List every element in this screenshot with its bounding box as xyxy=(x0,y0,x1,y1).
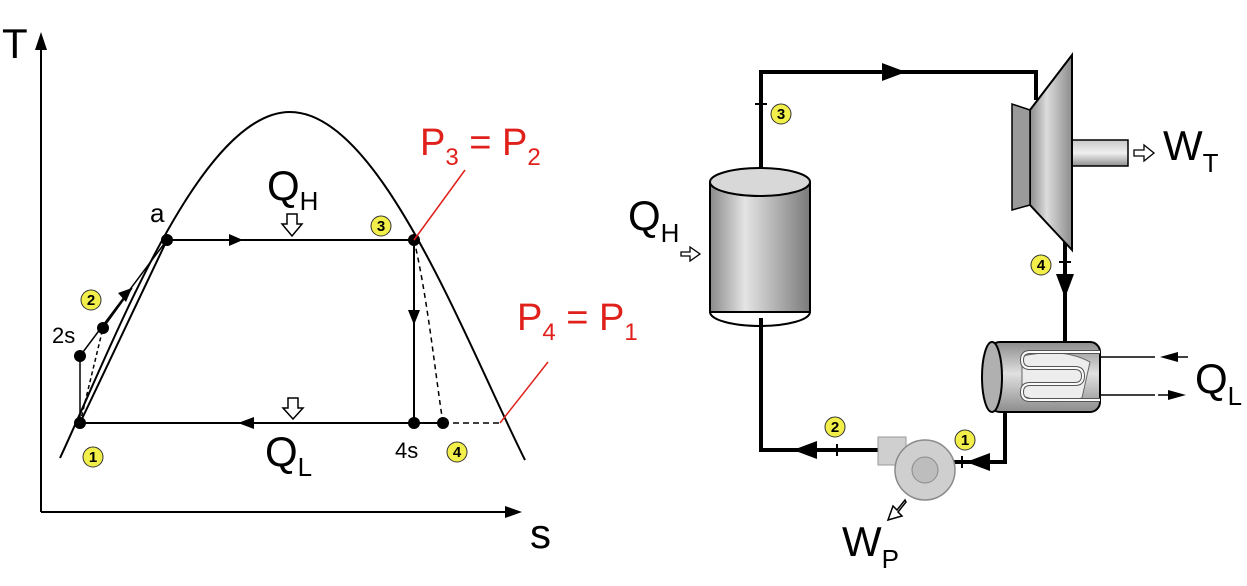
state-point-4 xyxy=(437,417,449,429)
svg-text:4: 4 xyxy=(1037,257,1046,274)
ts-badge-4: 4 xyxy=(446,441,468,463)
pump xyxy=(877,436,956,501)
p4-equals-p1-label: P4 = P1 xyxy=(517,297,638,346)
pump-direction-arrow-icon xyxy=(118,288,132,302)
state-point-1 xyxy=(74,417,86,429)
ql-in-arrow-icon xyxy=(1160,352,1178,362)
condensing-direction-arrow-icon xyxy=(238,417,254,429)
state-point-a xyxy=(161,234,173,246)
wt-arrow-icon xyxy=(1133,143,1156,163)
pump-arrow-shaft xyxy=(102,287,133,329)
plant-ql-label: QL xyxy=(1195,355,1242,411)
boiler xyxy=(709,167,811,327)
state-point-2 xyxy=(97,322,109,334)
s-axis-label: s xyxy=(530,510,551,557)
ts-ql-label: QL xyxy=(265,428,312,482)
qh-in-arrow-icon xyxy=(680,245,702,263)
svg-text:2: 2 xyxy=(87,292,95,309)
plant-badge-1: 1 xyxy=(954,429,976,451)
ts-badge-1: 1 xyxy=(82,446,104,468)
pipe-boiler-to-turbine xyxy=(759,70,1038,185)
ts-badge-2: 2 xyxy=(80,289,102,311)
pipe-condenser-to-pump xyxy=(930,407,1007,464)
ql-arrow-icon xyxy=(281,397,305,421)
expansion-arrow-icon xyxy=(408,310,420,325)
condenser-coil xyxy=(1021,352,1091,403)
pipe-flow-arrow-down-icon xyxy=(1056,274,1074,298)
point-2s-label: 2s xyxy=(52,323,75,348)
ts-qh-label: QH xyxy=(267,162,318,216)
point-a-label: a xyxy=(150,198,165,228)
s-axis-arrow-icon xyxy=(505,506,522,518)
t-axis-arrow-icon xyxy=(35,32,47,50)
ts-diagram: T s a 2s 4s xyxy=(2,20,638,557)
wp-arrow-icon xyxy=(886,498,907,522)
plant-badge-4: 4 xyxy=(1030,254,1052,276)
p3-equals-p2-label: P3 = P2 xyxy=(420,122,541,171)
svg-text:1: 1 xyxy=(961,432,969,449)
plant-qh-label: QH xyxy=(628,192,679,248)
state-point-2s xyxy=(74,350,86,362)
condenser xyxy=(981,341,1155,413)
ql-out-arrow-icon xyxy=(1168,390,1186,400)
plant-badge-3: 3 xyxy=(770,103,792,125)
actual-expansion-line xyxy=(413,239,444,424)
heat-addition-line xyxy=(79,239,168,424)
actual-pump-line xyxy=(79,327,104,424)
plant-schematic: QH WT QL WP 1 2 3 4 xyxy=(628,52,1242,574)
point-4s-label: 4s xyxy=(395,438,418,463)
plant-wt-label: WT xyxy=(1163,122,1219,178)
qh-arrow-icon xyxy=(280,213,304,238)
plant-wp-label: WP xyxy=(842,518,899,574)
pipe-flow-arrow-left-icon xyxy=(793,441,817,459)
p4-leader-line xyxy=(499,361,549,424)
pipe-flow-arrow-top-icon xyxy=(882,63,906,81)
saturation-dome xyxy=(59,110,526,461)
plant-badge-2: 2 xyxy=(824,416,846,438)
boiling-direction-arrow-icon xyxy=(229,234,243,246)
pipe-pump-to-boiler xyxy=(759,318,880,452)
svg-text:3: 3 xyxy=(777,106,785,123)
state-point-4s xyxy=(408,417,420,429)
pipe-flow-arrow-pump-in-icon xyxy=(966,453,990,471)
ts-badge-3: 3 xyxy=(370,215,392,237)
svg-text:4: 4 xyxy=(453,444,462,461)
turbine xyxy=(1011,52,1129,253)
svg-text:1: 1 xyxy=(89,449,97,466)
t-axis-label: T xyxy=(2,20,28,67)
svg-text:2: 2 xyxy=(831,419,839,436)
svg-text:3: 3 xyxy=(377,218,385,235)
p3-leader-line xyxy=(413,169,466,241)
